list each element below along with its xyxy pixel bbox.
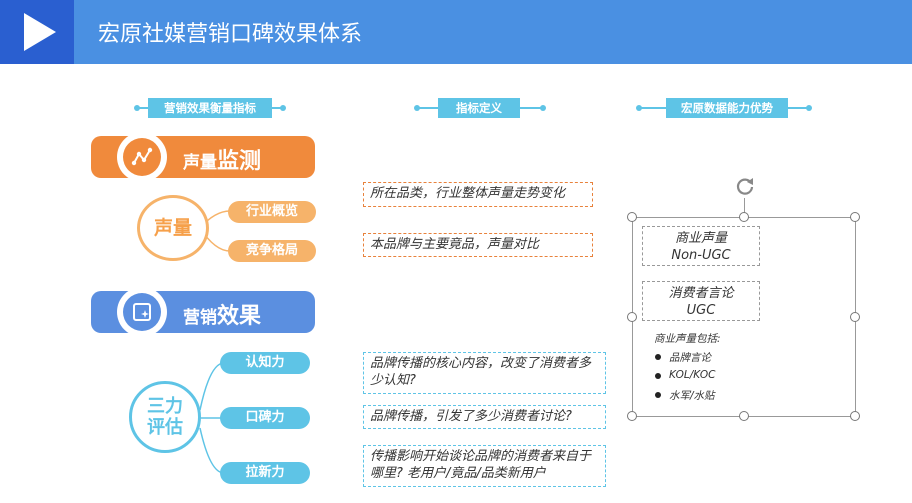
- column-dot: [414, 105, 420, 111]
- consumer-speech-box: 消费者言论 UGC: [642, 281, 760, 321]
- column-dot: [636, 105, 642, 111]
- volume-circle: 声量: [137, 195, 209, 261]
- trend-icon: [123, 138, 161, 176]
- definition-competition: 本品牌与主要竟品，声量对比: [363, 233, 593, 257]
- column-dot: [806, 105, 812, 111]
- definition-cognition: 品牌传播的核心内容，改变了消费者多少认知?: [363, 352, 606, 394]
- volume-monitoring-title: 声量监测: [183, 149, 262, 174]
- competition-pill: 竞争格局: [228, 240, 316, 262]
- resize-handle[interactable]: [627, 212, 637, 222]
- resize-handle[interactable]: [850, 212, 860, 222]
- resize-handle[interactable]: [850, 312, 860, 322]
- play-icon[interactable]: [0, 0, 74, 64]
- resize-handle[interactable]: [850, 411, 860, 421]
- bullet-item: KOL/KOC: [655, 369, 715, 381]
- bullet-item: 水军/水贴: [655, 388, 715, 403]
- commercial-volume-box: 商业声量 Non-UGC: [642, 226, 760, 266]
- rotate-handle-icon[interactable]: [733, 174, 757, 198]
- definition-industry: 所在品类，行业整体声量走势变化: [363, 182, 593, 207]
- resize-handle[interactable]: [627, 411, 637, 421]
- column-dot: [280, 105, 286, 111]
- column-label-definition: 指标定义: [438, 98, 520, 118]
- volume-monitoring-header: 声量监测: [91, 132, 315, 182]
- bullet-item: 品牌言论: [655, 350, 711, 365]
- sparkle-icon: [123, 293, 161, 331]
- definition-acquisition: 传播影响开始谈论品牌的消费者来自于哪里? 老用户/竟品/品类新用户: [363, 445, 606, 487]
- resize-handle[interactable]: [739, 411, 749, 421]
- column-dot: [540, 105, 546, 111]
- column-dot: [134, 105, 140, 111]
- cognition-pill: 认知力: [220, 352, 310, 374]
- volume-icon-circle: [117, 132, 167, 182]
- commercial-note: 商业声量包括:: [654, 333, 721, 345]
- box1-line1: 商业声量: [674, 231, 727, 246]
- box2-line1: 消费者言论: [668, 286, 734, 301]
- circle-label-line1: 三力: [147, 396, 183, 417]
- resize-handle[interactable]: [627, 312, 637, 322]
- definition-word-of-mouth: 品牌传播，引发了多少消费者讨论?: [363, 405, 606, 429]
- effect-icon-circle: [117, 287, 167, 337]
- rotate-line: [744, 198, 745, 217]
- circle-label-line2: 评估: [147, 417, 183, 438]
- header-bar: 宏原社媒营销口碑效果体系: [0, 0, 912, 64]
- marketing-effect-header: 营销效果: [91, 287, 315, 337]
- marketing-effect-title: 营销效果: [183, 304, 262, 329]
- box1-line2: Non-UGC: [671, 248, 731, 263]
- column-label-metrics: 营销效果衡量指标: [148, 98, 272, 118]
- box2-line2: UGC: [686, 303, 716, 318]
- page-title: 宏原社媒营销口碑效果体系: [98, 22, 363, 47]
- word-of-mouth-pill: 口碑力: [220, 407, 310, 429]
- three-power-circle: 三力 评估: [129, 381, 201, 453]
- industry-overview-pill: 行业概览: [228, 201, 316, 223]
- resize-handle[interactable]: [739, 212, 749, 222]
- column-label-advantages: 宏原数据能力优势: [666, 98, 788, 118]
- acquisition-pill: 拉新力: [220, 462, 310, 484]
